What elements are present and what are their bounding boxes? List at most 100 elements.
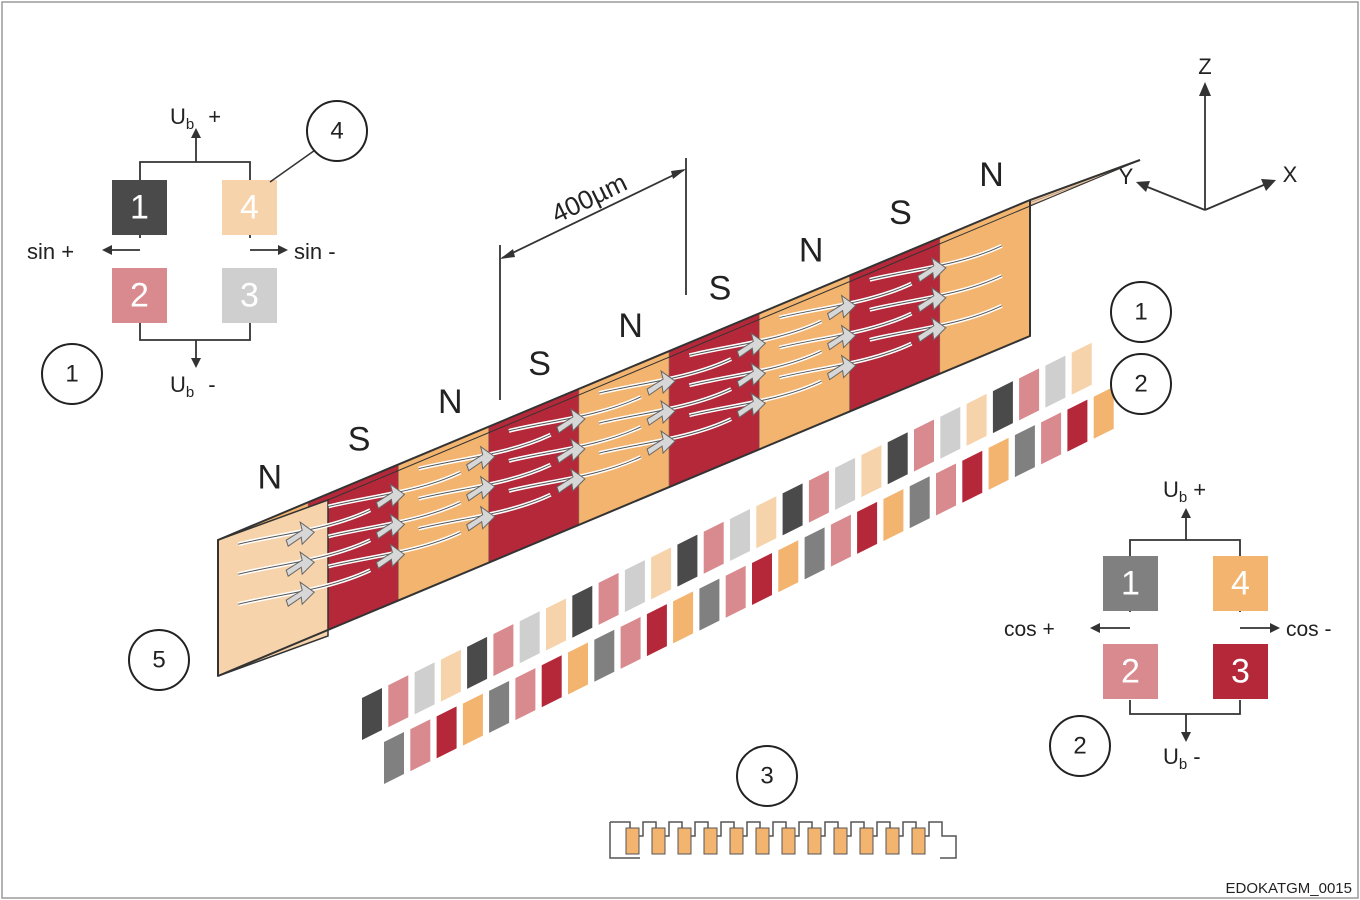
sensor-element-top bbox=[782, 483, 803, 536]
magnet-front-segment bbox=[488, 388, 580, 564]
bridge-1-sin-plus-label: sin + bbox=[27, 239, 74, 264]
axis-x-arrow-icon bbox=[1261, 179, 1276, 191]
meander-element bbox=[833, 827, 848, 855]
magnet-front-segment bbox=[578, 350, 670, 526]
field-arrow-icon bbox=[375, 483, 406, 510]
pole-label: N bbox=[979, 156, 1004, 194]
sensor-element-bottom bbox=[568, 642, 588, 695]
magnet-outline-top bbox=[217, 159, 1141, 676]
field-arrow-icon bbox=[917, 256, 947, 283]
bridge-1-callout-leader bbox=[269, 147, 319, 183]
field-arrow-icon bbox=[736, 392, 767, 419]
magnetic-scale bbox=[217, 159, 1141, 678]
callout-4-label: 4 bbox=[330, 118, 343, 145]
sensor-element-bottom bbox=[489, 680, 510, 733]
meander-element bbox=[755, 827, 770, 855]
sensor-element-top bbox=[887, 432, 908, 485]
bridge-2-cos-minus-arrow-icon bbox=[1270, 623, 1280, 633]
sensor-element-top bbox=[362, 688, 382, 740]
callout-5 bbox=[128, 629, 190, 691]
sensor-element-top bbox=[756, 496, 777, 549]
callout-3-label: 3 bbox=[760, 763, 773, 790]
callout-1-bridge-label: 1 bbox=[65, 361, 78, 388]
coordinate-axes: Z Y X bbox=[1119, 54, 1298, 211]
magnet-front-segment bbox=[849, 237, 941, 413]
meander-element bbox=[651, 827, 666, 855]
field-arrow-icon bbox=[285, 551, 315, 577]
magnet-front-segment bbox=[668, 312, 760, 488]
field-arrow-icon bbox=[466, 505, 496, 532]
pole-label: S bbox=[889, 194, 912, 232]
field-arrow-icon bbox=[917, 316, 947, 343]
sensor-element-top bbox=[388, 675, 409, 728]
sensor-element-top bbox=[992, 381, 1013, 434]
bridge-2: 1 4 2 3 Ub+ Ub- cos + cos - 2 bbox=[1004, 477, 1332, 777]
bridge-1-resistor-3 bbox=[222, 268, 277, 323]
sensor-element-bottom bbox=[883, 489, 904, 542]
sensor-element-bottom bbox=[936, 463, 956, 516]
pole-label: S bbox=[709, 269, 732, 307]
bridge-1-label-2: 2 bbox=[130, 277, 149, 315]
bridge-2-label-4: 4 bbox=[1231, 565, 1250, 603]
sensor-element-top bbox=[1019, 368, 1040, 421]
sensor-element-top bbox=[808, 470, 829, 523]
bridge-2-resistor-1 bbox=[1103, 556, 1158, 611]
magnet-front-segment bbox=[758, 275, 850, 450]
field-arrow-icon bbox=[827, 354, 857, 381]
sensor-element-top bbox=[1045, 355, 1066, 408]
sensor-element-top bbox=[651, 547, 672, 600]
callout-4 bbox=[306, 100, 368, 162]
meander-return bbox=[609, 822, 640, 859]
bridge-1-resistor-1 bbox=[112, 180, 167, 235]
field-arrow-icon bbox=[466, 445, 496, 472]
bridge-2-cos-minus-label: cos - bbox=[1286, 618, 1332, 641]
field-lines bbox=[237, 243, 1003, 607]
bridge-1-bottom-wire bbox=[139, 322, 251, 341]
bridge-1-sin-minus-label: sin - bbox=[294, 239, 336, 264]
bridge-2-label-3: 3 bbox=[1231, 653, 1250, 691]
bridge-2-ub-minus-arrow-icon bbox=[1181, 732, 1191, 742]
magnet-front-segment bbox=[939, 199, 1031, 375]
sensor-element-bottom bbox=[725, 565, 746, 618]
meander-resistor bbox=[609, 821, 957, 859]
meander-element bbox=[729, 827, 744, 855]
field-arrow-icon bbox=[827, 294, 857, 321]
sensor-element-bottom bbox=[857, 501, 878, 554]
sensor-element-bottom bbox=[436, 706, 457, 759]
bridge-1-label-1: 1 bbox=[130, 189, 149, 227]
sensor-element-bottom bbox=[462, 693, 483, 746]
callout-3 bbox=[736, 745, 798, 807]
bridge-1: 1 4 2 3 Ub+ Ub- sin + sin - 4 1 bbox=[27, 100, 368, 405]
bridge-1-ub-plus-arrow-icon bbox=[191, 128, 201, 138]
bridge-2-label-2: 2 bbox=[1121, 653, 1140, 691]
callout-2-row bbox=[1110, 353, 1172, 415]
meander-element bbox=[703, 827, 718, 855]
sensor-element-bottom bbox=[1041, 412, 1062, 465]
sensor-element-bottom bbox=[541, 655, 562, 708]
meander-element bbox=[677, 827, 692, 855]
bridge-2-ub-plus-arrow-icon bbox=[1181, 508, 1191, 518]
sensor-element-top bbox=[1071, 342, 1092, 395]
callout-5-label: 5 bbox=[152, 647, 165, 674]
sensor-element-bottom bbox=[1067, 399, 1088, 452]
field-arrow-icon bbox=[285, 581, 315, 607]
sensor-element-bottom bbox=[778, 540, 799, 593]
meander-element bbox=[885, 827, 900, 855]
bridge-1-ub-minus-arrow-icon bbox=[191, 358, 201, 368]
callout-2-bridge bbox=[1049, 715, 1111, 777]
sensor-element-bottom bbox=[594, 629, 615, 682]
meander-element bbox=[911, 827, 926, 855]
sensor-element-top bbox=[703, 521, 724, 574]
sensor-element-top bbox=[572, 585, 593, 638]
bridge-1-sin-minus-arrow-icon bbox=[278, 245, 288, 255]
axis-x-label: X bbox=[1283, 162, 1298, 187]
meander-element bbox=[625, 827, 640, 855]
sensor-element-top bbox=[414, 662, 435, 715]
field-arrow-icon bbox=[917, 286, 947, 313]
sensor-element-top bbox=[861, 445, 882, 498]
bridge-2-resistor-3 bbox=[1213, 644, 1268, 699]
sensor-element-bottom bbox=[699, 578, 720, 631]
sensor-element-top bbox=[835, 457, 856, 510]
